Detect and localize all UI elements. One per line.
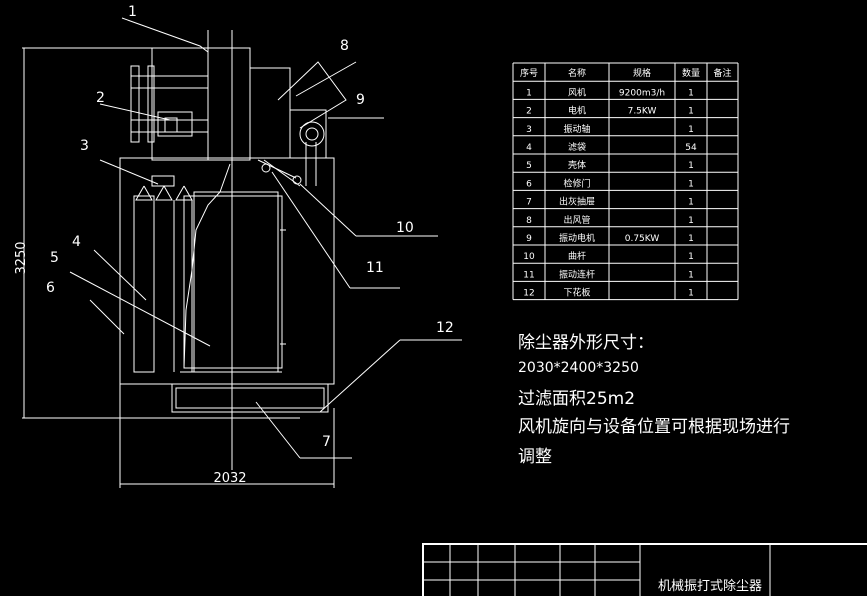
table-header-cell: 序号 — [520, 67, 538, 79]
table-cell: 2 — [526, 107, 532, 117]
leader-number: 8 — [340, 38, 349, 54]
leader-number: 6 — [46, 280, 55, 296]
table-cell: 4 — [526, 143, 532, 153]
table-cell: 检修门 — [563, 177, 590, 189]
leader-number: 7 — [322, 434, 331, 450]
table-cell: 滤袋 — [568, 141, 586, 153]
table-cell: 振动连杆 — [559, 268, 595, 280]
height-dimension: 3250 — [14, 241, 29, 274]
table-cell: 振动轴 — [563, 123, 590, 135]
table-cell: 出灰抽屉 — [559, 196, 595, 208]
note-fan-direction: 风机旋向与设备位置可根据现场进行 — [518, 417, 790, 437]
leader-number: 1 — [128, 4, 137, 20]
table-cell: 6 — [526, 179, 532, 189]
table-cell: 1 — [688, 125, 694, 135]
table-cell: 54 — [685, 143, 697, 153]
table-cell: 1 — [688, 198, 694, 208]
table-cell: 7.5KW — [628, 107, 657, 117]
width-dimension: 2032 — [213, 471, 246, 486]
table-cell: 1 — [526, 88, 532, 98]
note-adjust: 调整 — [518, 447, 552, 467]
leader-number: 9 — [356, 92, 365, 108]
table-cell: 12 — [523, 289, 534, 299]
table-cell: 电机 — [568, 105, 586, 117]
note-dimensions-title: 除尘器外形尺寸： — [518, 333, 654, 353]
table-cell: 1 — [688, 161, 694, 171]
table-cell: 1 — [688, 252, 694, 262]
table-cell: 1 — [688, 216, 694, 226]
table-cell: 壳体 — [568, 159, 586, 171]
notes: 除尘器外形尺寸： 2030*2400*3250 过滤面积25m2 风机旋向与设备… — [518, 333, 790, 467]
table-cell: 3 — [526, 125, 532, 135]
table-cell: 11 — [523, 270, 534, 280]
table-header-cell: 规格 — [633, 67, 651, 79]
table-header-cell: 备注 — [713, 67, 731, 79]
table-cell: 9200m3/h — [619, 88, 665, 98]
leader-number: 2 — [96, 90, 105, 106]
table-cell: 出风管 — [563, 214, 590, 226]
leader-number: 12 — [436, 320, 454, 336]
table-cell: 风机 — [568, 86, 586, 98]
table-header-cell: 数量 — [682, 67, 700, 79]
leader-number: 3 — [80, 138, 89, 154]
table-cell: 1 — [688, 179, 694, 189]
leader-number: 11 — [366, 260, 384, 276]
leader-number: 5 — [50, 250, 59, 266]
table-cell: 1 — [688, 270, 694, 280]
table-cell: 8 — [526, 216, 532, 226]
table-cell: 下花板 — [563, 287, 590, 299]
table-cell: 1 — [688, 107, 694, 117]
leader-number: 10 — [396, 220, 414, 236]
table-cell: 9 — [526, 234, 532, 244]
table-cell: 10 — [523, 252, 535, 262]
note-filter-area: 过滤面积25m2 — [518, 389, 635, 409]
table-cell: 1 — [688, 234, 694, 244]
leader-numbers: 1 2 3 4 5 6 7 8 9 10 11 12 — [46, 4, 454, 450]
table-cell: 5 — [526, 161, 532, 171]
table-cell: 1 — [688, 289, 694, 299]
drawing-title: 机械振打式除尘器 — [658, 579, 762, 594]
dust-collector-drawing — [22, 17, 462, 488]
note-dimensions-value: 2030*2400*3250 — [518, 360, 639, 376]
table-cell: 振动电机 — [559, 232, 595, 244]
table-cell: 1 — [688, 88, 694, 98]
table-header-cell: 名称 — [568, 67, 586, 79]
leader-number: 4 — [72, 234, 81, 250]
table-cell: 曲杆 — [568, 250, 586, 262]
table-cell: 7 — [526, 198, 532, 208]
table-cell: 0.75KW — [625, 234, 660, 244]
title-block — [422, 543, 867, 596]
